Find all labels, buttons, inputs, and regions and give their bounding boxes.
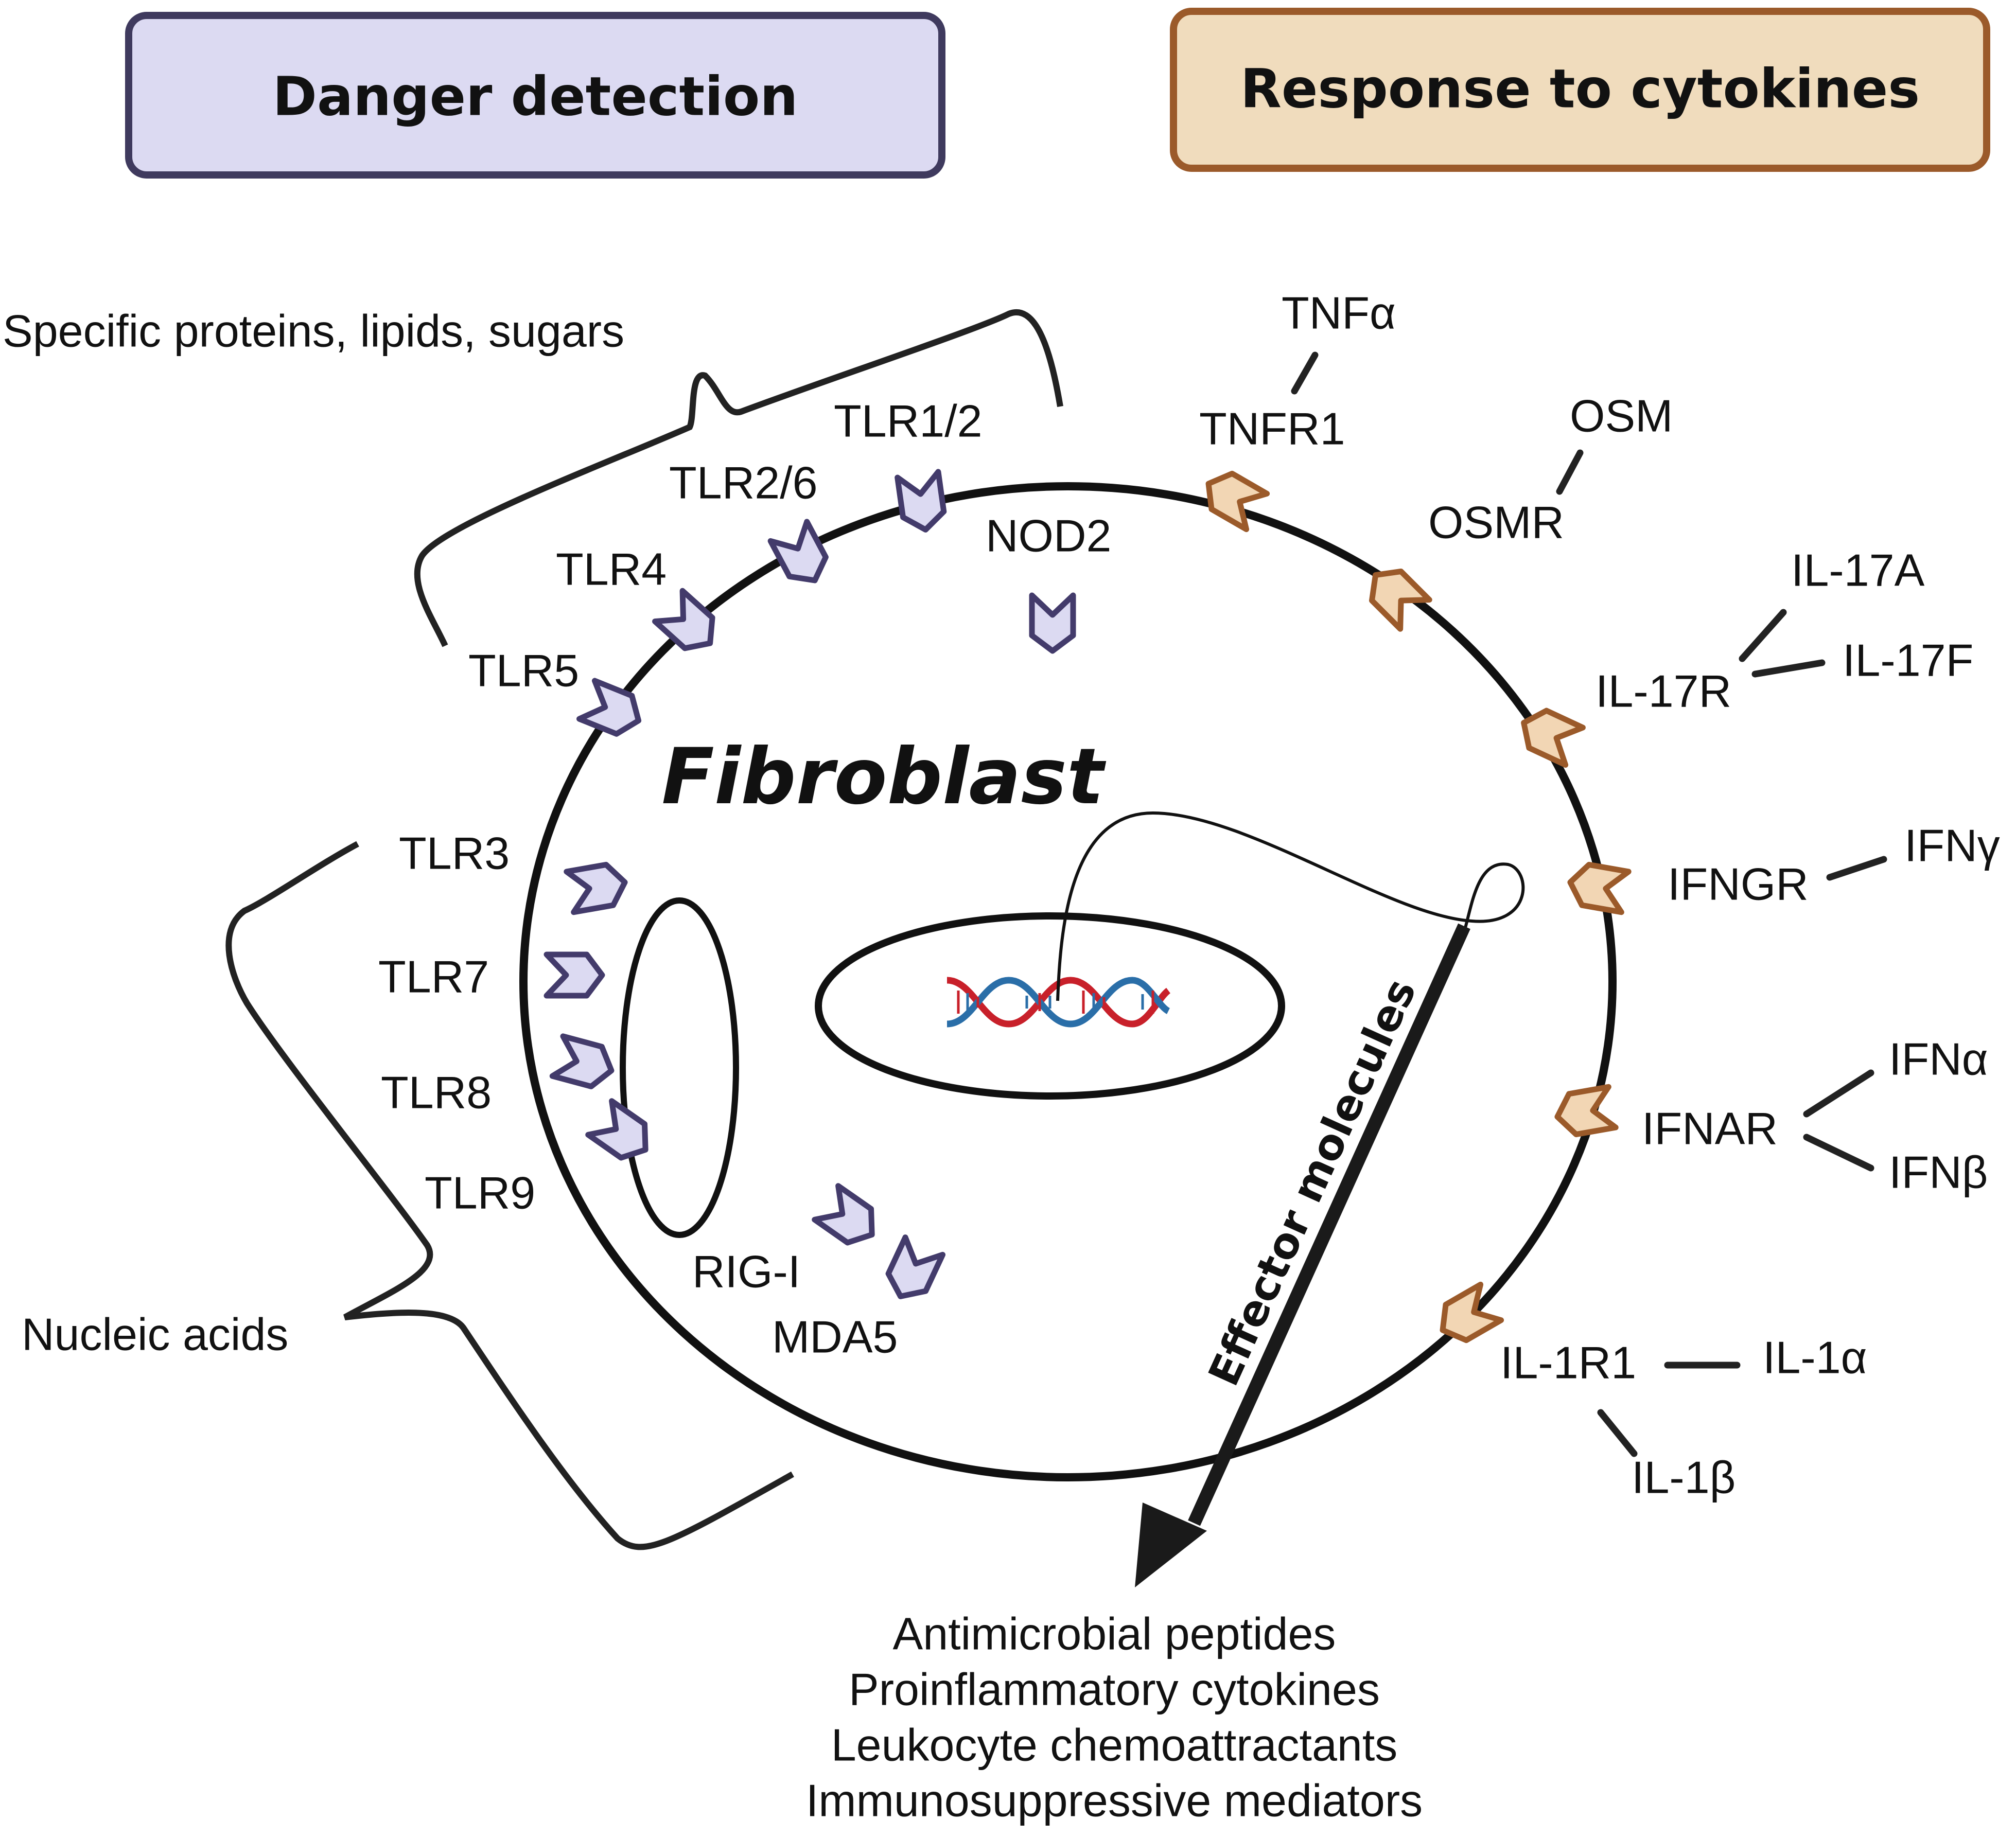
tlr5-receptor-icon — [580, 681, 646, 740]
mda5-label: MDA5 — [772, 1311, 898, 1362]
il17r-label: IL-17R — [1596, 665, 1731, 716]
output-item: Proinflammatory cytokines — [849, 1664, 1380, 1715]
ifnb-label: IFNβ — [1889, 1146, 1988, 1197]
tlr5-label: TLR5 — [468, 645, 579, 696]
danger-detection-header: Danger detection — [125, 12, 945, 179]
nod2-receptor-icon — [1032, 595, 1073, 651]
ifngr-label: IFNGR — [1668, 858, 1809, 909]
surface-ligands-label: Specific proteins, lipids, sugars — [3, 305, 624, 356]
cell-title: Fibroblast — [661, 732, 1107, 822]
il17f-binding-line — [1751, 659, 1826, 678]
il17f-label: IL-17F — [1843, 634, 1973, 685]
endosome — [620, 897, 739, 1238]
ifna-label: IFNα — [1889, 1033, 1988, 1084]
rig-i-receptor-icon — [815, 1186, 884, 1251]
output-item: Immunosuppressive mediators — [806, 1775, 1423, 1826]
osm-label: OSM — [1570, 390, 1673, 441]
surface-ligands-bracket — [414, 309, 1063, 647]
tlr1-2-label: TLR1/2 — [834, 395, 983, 446]
tlr7-receptor-icon — [547, 955, 602, 996]
ifng-binding-line — [1826, 856, 1887, 881]
tnfa-label: TNFα — [1282, 287, 1396, 338]
output-item: Leukocyte chemoattractants — [831, 1719, 1398, 1770]
nucleic-acids-label: Nucleic acids — [22, 1309, 288, 1359]
dna-icon — [946, 977, 1171, 1028]
tlr9-label: TLR9 — [425, 1167, 535, 1218]
nod2-label: NOD2 — [986, 510, 1112, 561]
il1a-label: IL-1α — [1763, 1332, 1867, 1383]
tlr2-6-receptor-icon — [770, 522, 833, 590]
rig-i-label: RIG-I — [692, 1246, 800, 1297]
tlr4-label: TLR4 — [556, 543, 667, 594]
nucleic-acids-bracket — [225, 841, 794, 1550]
il1b-binding-line — [1597, 1409, 1638, 1457]
ifngr-receptor-icon — [1567, 862, 1628, 912]
tlr3-receptor-icon — [567, 862, 628, 912]
danger-detection-title: Danger detection — [273, 65, 798, 128]
osmr-label: OSMR — [1428, 497, 1564, 547]
tlr9-receptor-icon — [588, 1101, 657, 1167]
mda5-receptor-icon — [882, 1238, 942, 1305]
tnfa-binding-line — [1291, 351, 1319, 395]
ifnb-binding-line — [1803, 1134, 1874, 1172]
effector-molecules-label: Effector molecules — [1199, 971, 1426, 1393]
output-item: Antimicrobial peptides — [893, 1608, 1336, 1659]
ifnar-label: IFNAR — [1642, 1103, 1778, 1154]
mrna-strand — [1056, 811, 1525, 1001]
tlr8-label: TLR8 — [381, 1067, 492, 1118]
tlr3-label: TLR3 — [399, 827, 510, 878]
tlr2-6-label: TLR2/6 — [669, 457, 818, 508]
nucleus — [815, 912, 1285, 1100]
effector-arrow — [1135, 923, 1470, 1587]
tnfr1-label: TNFR1 — [1199, 403, 1345, 454]
ifna-binding-line — [1803, 1069, 1874, 1118]
ifng-label: IFNγ — [1904, 820, 2000, 871]
cell-membrane — [519, 482, 1617, 1481]
tlr8-receptor-icon — [552, 1036, 617, 1090]
il1r1-label: IL-1R1 — [1500, 1337, 1636, 1388]
il17a-label: IL-17A — [1791, 544, 1925, 595]
effector-output-list: Antimicrobial peptides Proinflammatory c… — [806, 1608, 1423, 1826]
ifnar-receptor-icon — [1554, 1087, 1616, 1137]
osm-binding-line — [1556, 449, 1584, 495]
tlr1-2-receptor-icon — [898, 472, 946, 533]
tlr7-label: TLR7 — [378, 951, 489, 1002]
il17a-binding-line — [1739, 609, 1787, 662]
il1b-label: IL-1β — [1632, 1452, 1735, 1503]
cytokine-response-header: Response to cytokines — [1170, 8, 1990, 172]
cytokine-response-title: Response to cytokines — [1240, 57, 1920, 120]
